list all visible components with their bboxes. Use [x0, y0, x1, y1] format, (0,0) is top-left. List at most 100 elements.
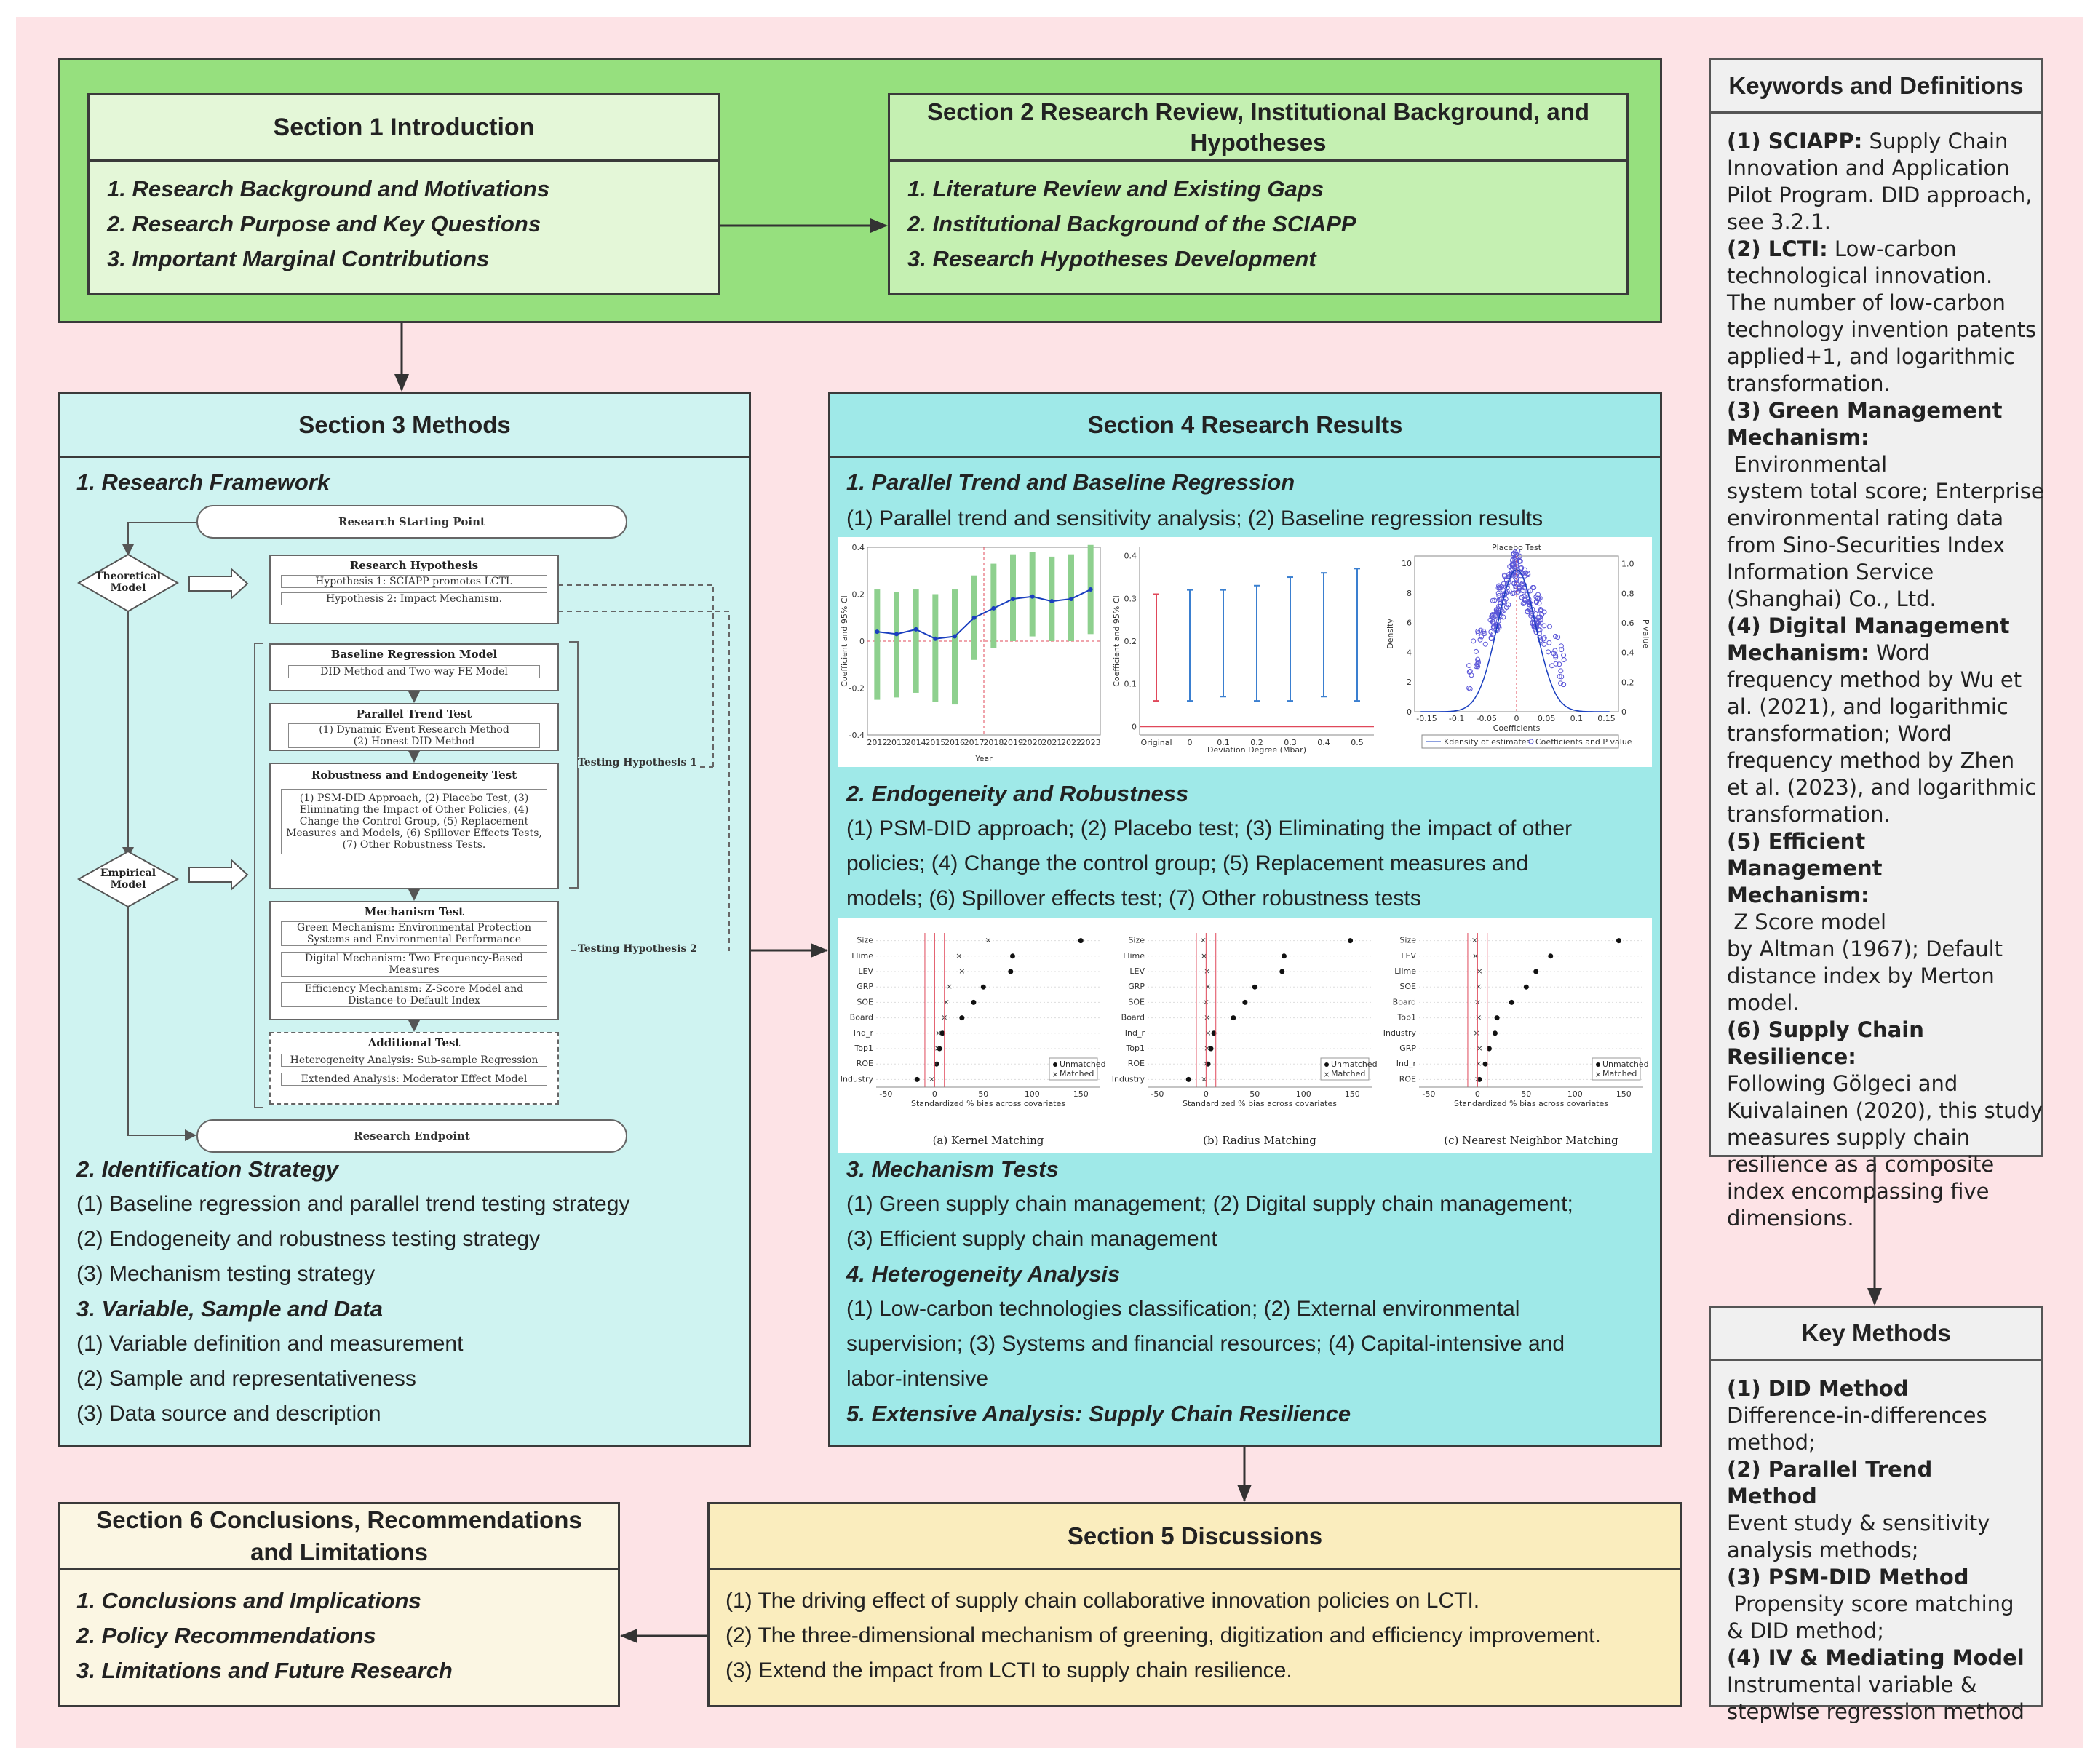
pvalue-point [1473, 648, 1479, 654]
unmatched-point [1078, 938, 1084, 944]
pvalue-point [1552, 634, 1558, 640]
diagram-label: Measures [389, 964, 440, 976]
tick-label: 2015 [925, 738, 945, 747]
unmatched-point [1477, 1076, 1482, 1082]
ci-bar [913, 589, 919, 693]
definition-text: Pilot Program. DID approach, [1727, 183, 2033, 207]
tick-label: 0 [1204, 1089, 1209, 1099]
definition-term: Mechanism: [1727, 425, 1869, 450]
panel-caption: (c) Nearest Neighbor Matching [1444, 1134, 1618, 1147]
pvalue-point [1493, 607, 1499, 613]
tick-label: 0 [859, 637, 865, 646]
list-item: (1) Variable definition and measurement [76, 1332, 464, 1356]
tick-label: Llime [1394, 966, 1416, 976]
legend-swatch: × [1052, 1070, 1058, 1079]
ci-bar [990, 563, 997, 648]
unmatched-point [971, 999, 977, 1005]
diagram-label: Baseline Regression Model [330, 648, 498, 661]
pvalue-point [1519, 595, 1525, 600]
tick-label: LEV [1401, 951, 1416, 961]
pvalue-point [1527, 588, 1533, 594]
legend-label: Coefficients and P value [1535, 737, 1632, 747]
list-item: 3. Limitations and Future Research [76, 1658, 453, 1683]
identification-list: (1) Baseline regression and parallel tre… [76, 1187, 629, 1292]
title-line: and Limitations [250, 1538, 428, 1565]
section5-title: Section 5 Discussions [710, 1504, 1680, 1570]
definition-text: Propensity score matching [1727, 1592, 2014, 1616]
unmatched-point [1211, 1030, 1217, 1036]
coef-point [894, 632, 899, 637]
tick-label: Top1 [1396, 1013, 1416, 1022]
pvalue-point [1510, 591, 1516, 597]
tick-label: 150 [1616, 1089, 1632, 1099]
tick-label: 1.0 [1621, 560, 1634, 569]
tick-label: Ind_r [854, 1028, 874, 1038]
matched-point: × [955, 951, 962, 961]
unmatched-point [1348, 938, 1354, 944]
unmatched-point [1482, 1061, 1488, 1067]
tick-label: 0.4 [1621, 648, 1634, 658]
mechanism-test-box: Mechanism Test Green Mechanism: Environm… [269, 901, 559, 1020]
definition-text: Word [1869, 640, 1931, 665]
research-hypothesis-box: Research Hypothesis Hypothesis 1: SCIAPP… [269, 555, 559, 624]
hypothesis-1: Hypothesis 1: SCIAPP promotes LCTI. [281, 575, 547, 588]
tick-label: GRP [1128, 982, 1145, 991]
research-framework-diagram: Research Starting Point Research Endpoin… [73, 495, 742, 1164]
list-item: (3) Data source and description [76, 1402, 381, 1426]
list-item: 2. Policy Recommendations [76, 1623, 376, 1648]
tick-label: 0 [1514, 714, 1519, 723]
list-item: 1. Conclusions and Implications [76, 1588, 421, 1613]
definition-text: Following Gölgeci and [1727, 1071, 1958, 1096]
pvalue-point [1513, 584, 1519, 589]
legend-swatch [1596, 1062, 1600, 1067]
legend-label: Matched [1602, 1069, 1637, 1078]
pvalue-point [1490, 614, 1496, 620]
heterogeneity-text: (1) Low-carbon technologies classificati… [846, 1292, 1565, 1396]
section2-box: Section 2 Research Review, Institutional… [888, 93, 1629, 295]
unmatched-point [1231, 1015, 1236, 1021]
matched-point: × [1476, 966, 1482, 976]
legend-box [1592, 1057, 1641, 1081]
definition-text: system total score; Enterprise [1727, 479, 2044, 504]
axis-label: Density [1386, 619, 1395, 649]
tick-label: -0.2 [849, 684, 865, 694]
keywords-box: Keywords and Definitions (1) SCIAPP: Sup… [1709, 58, 2044, 1231]
coef-line [877, 589, 1092, 640]
tick-label: 0.2 [852, 590, 865, 600]
definition-term: (3) PSM-DID Method [1727, 1565, 1969, 1589]
pvalue-point [1541, 641, 1547, 647]
tick-label: Industry [1383, 1028, 1417, 1038]
tick-label: ROE [1128, 1059, 1145, 1068]
axis-label: Coefficients [1493, 723, 1541, 733]
tick-label: Top1 [1125, 1044, 1145, 1053]
tick-label: Board [1121, 1013, 1145, 1022]
definition-entry: (6) Supply Chain Resilience:Following Gö… [1727, 1017, 2043, 1232]
tick-label: 0.4 [1124, 552, 1137, 561]
diagram-label: Theoretical [95, 571, 161, 582]
parallel-trend-box: Parallel Trend Test (1) Dynamic Event Re… [269, 703, 559, 751]
definition-term: (2) Parallel Trend Method [1727, 1457, 1933, 1509]
tick-label: 4 [1407, 648, 1412, 657]
pvalue-point [1492, 597, 1498, 603]
tick-label: 0.8 [1621, 589, 1634, 598]
results-plots-row2: Size×Llime×LEV×GRP×SOE×Board×Ind_r×Top1×… [838, 918, 1652, 1153]
tick-label: 0.3 [1284, 738, 1297, 747]
tick-label: 2020 [1022, 738, 1043, 747]
tick-label: 50 [1249, 1089, 1260, 1099]
matched-point: × [985, 936, 991, 945]
pvalue-point [1551, 651, 1557, 656]
extensive-heading: 5. Extensive Analysis: Supply Chain Resi… [846, 1401, 1351, 1426]
pvalue-point [1501, 581, 1506, 587]
matched-point: × [932, 1059, 939, 1068]
matched-point: × [1204, 1013, 1210, 1022]
pvalue-point [1519, 581, 1525, 587]
definition-text: Supply Chain [1862, 129, 2008, 154]
unmatched-point [1242, 999, 1248, 1005]
axis-label: Standardized % bias across covariates [1454, 1099, 1608, 1108]
unmatched-point [1009, 953, 1015, 959]
